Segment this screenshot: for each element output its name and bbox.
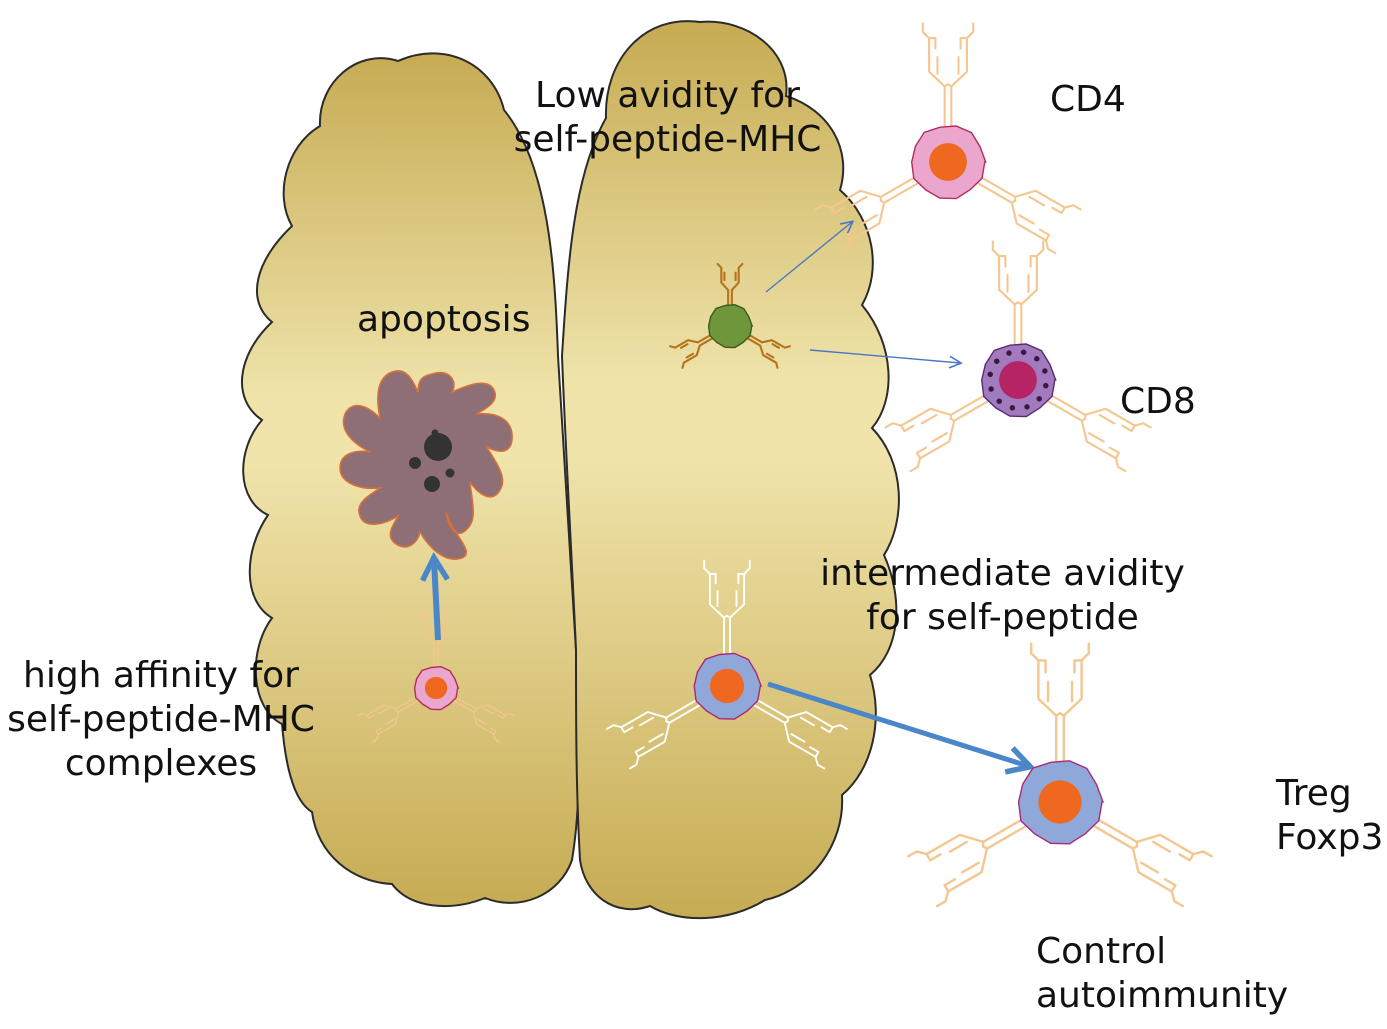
cd4-label: CD4 — [1050, 79, 1126, 120]
control-line2: autoimmunity — [1036, 974, 1289, 1016]
control-autoimmunity-label: Control autoimmunity — [1036, 930, 1288, 1018]
high-affinity-line1: high affinity for — [23, 655, 299, 696]
cd8-cell — [884, 240, 1152, 473]
foxp3-line: Foxp3 — [1276, 816, 1384, 858]
intermediate-avidity-label: intermediate avidity for self-peptide — [800, 552, 1205, 640]
cd4-cell — [814, 22, 1082, 255]
apoptotic-cell — [339, 370, 513, 560]
control-line1: Control — [1036, 931, 1167, 972]
low-avidity-line2: self-peptide-MHC — [513, 118, 822, 160]
treg-cell — [907, 642, 1213, 908]
green-thymocyte — [669, 262, 791, 369]
treg-label: Treg Foxp3 — [1276, 772, 1383, 860]
arrow-to-cd4 — [765, 222, 852, 293]
high-affinity-line2: self-peptide-MHC — [7, 698, 315, 740]
treg-line1: Treg — [1276, 773, 1352, 814]
intermediate-line1: intermediate avidity — [820, 553, 1185, 594]
low-avidity-label: Low avidity for self-peptide-MHC — [495, 74, 840, 162]
intermediate-thymocyte — [606, 559, 848, 770]
arrow-to-treg — [767, 681, 1028, 766]
intermediate-line2: for self-peptide — [866, 596, 1139, 638]
arrow-to-cd8 — [809, 349, 960, 363]
cd8-label: CD8 — [1120, 381, 1196, 422]
high-affinity-thymocyte — [357, 605, 515, 743]
thymus-right-lobe — [560, 20, 900, 920]
high-affinity-label: high affinity for self-peptide-MHC compl… — [0, 654, 324, 786]
low-avidity-line1: Low avidity for — [535, 75, 800, 116]
arrow-to-apoptosis — [434, 560, 438, 641]
high-affinity-line3: complexes — [64, 742, 258, 784]
apoptosis-label: apoptosis — [357, 299, 531, 340]
